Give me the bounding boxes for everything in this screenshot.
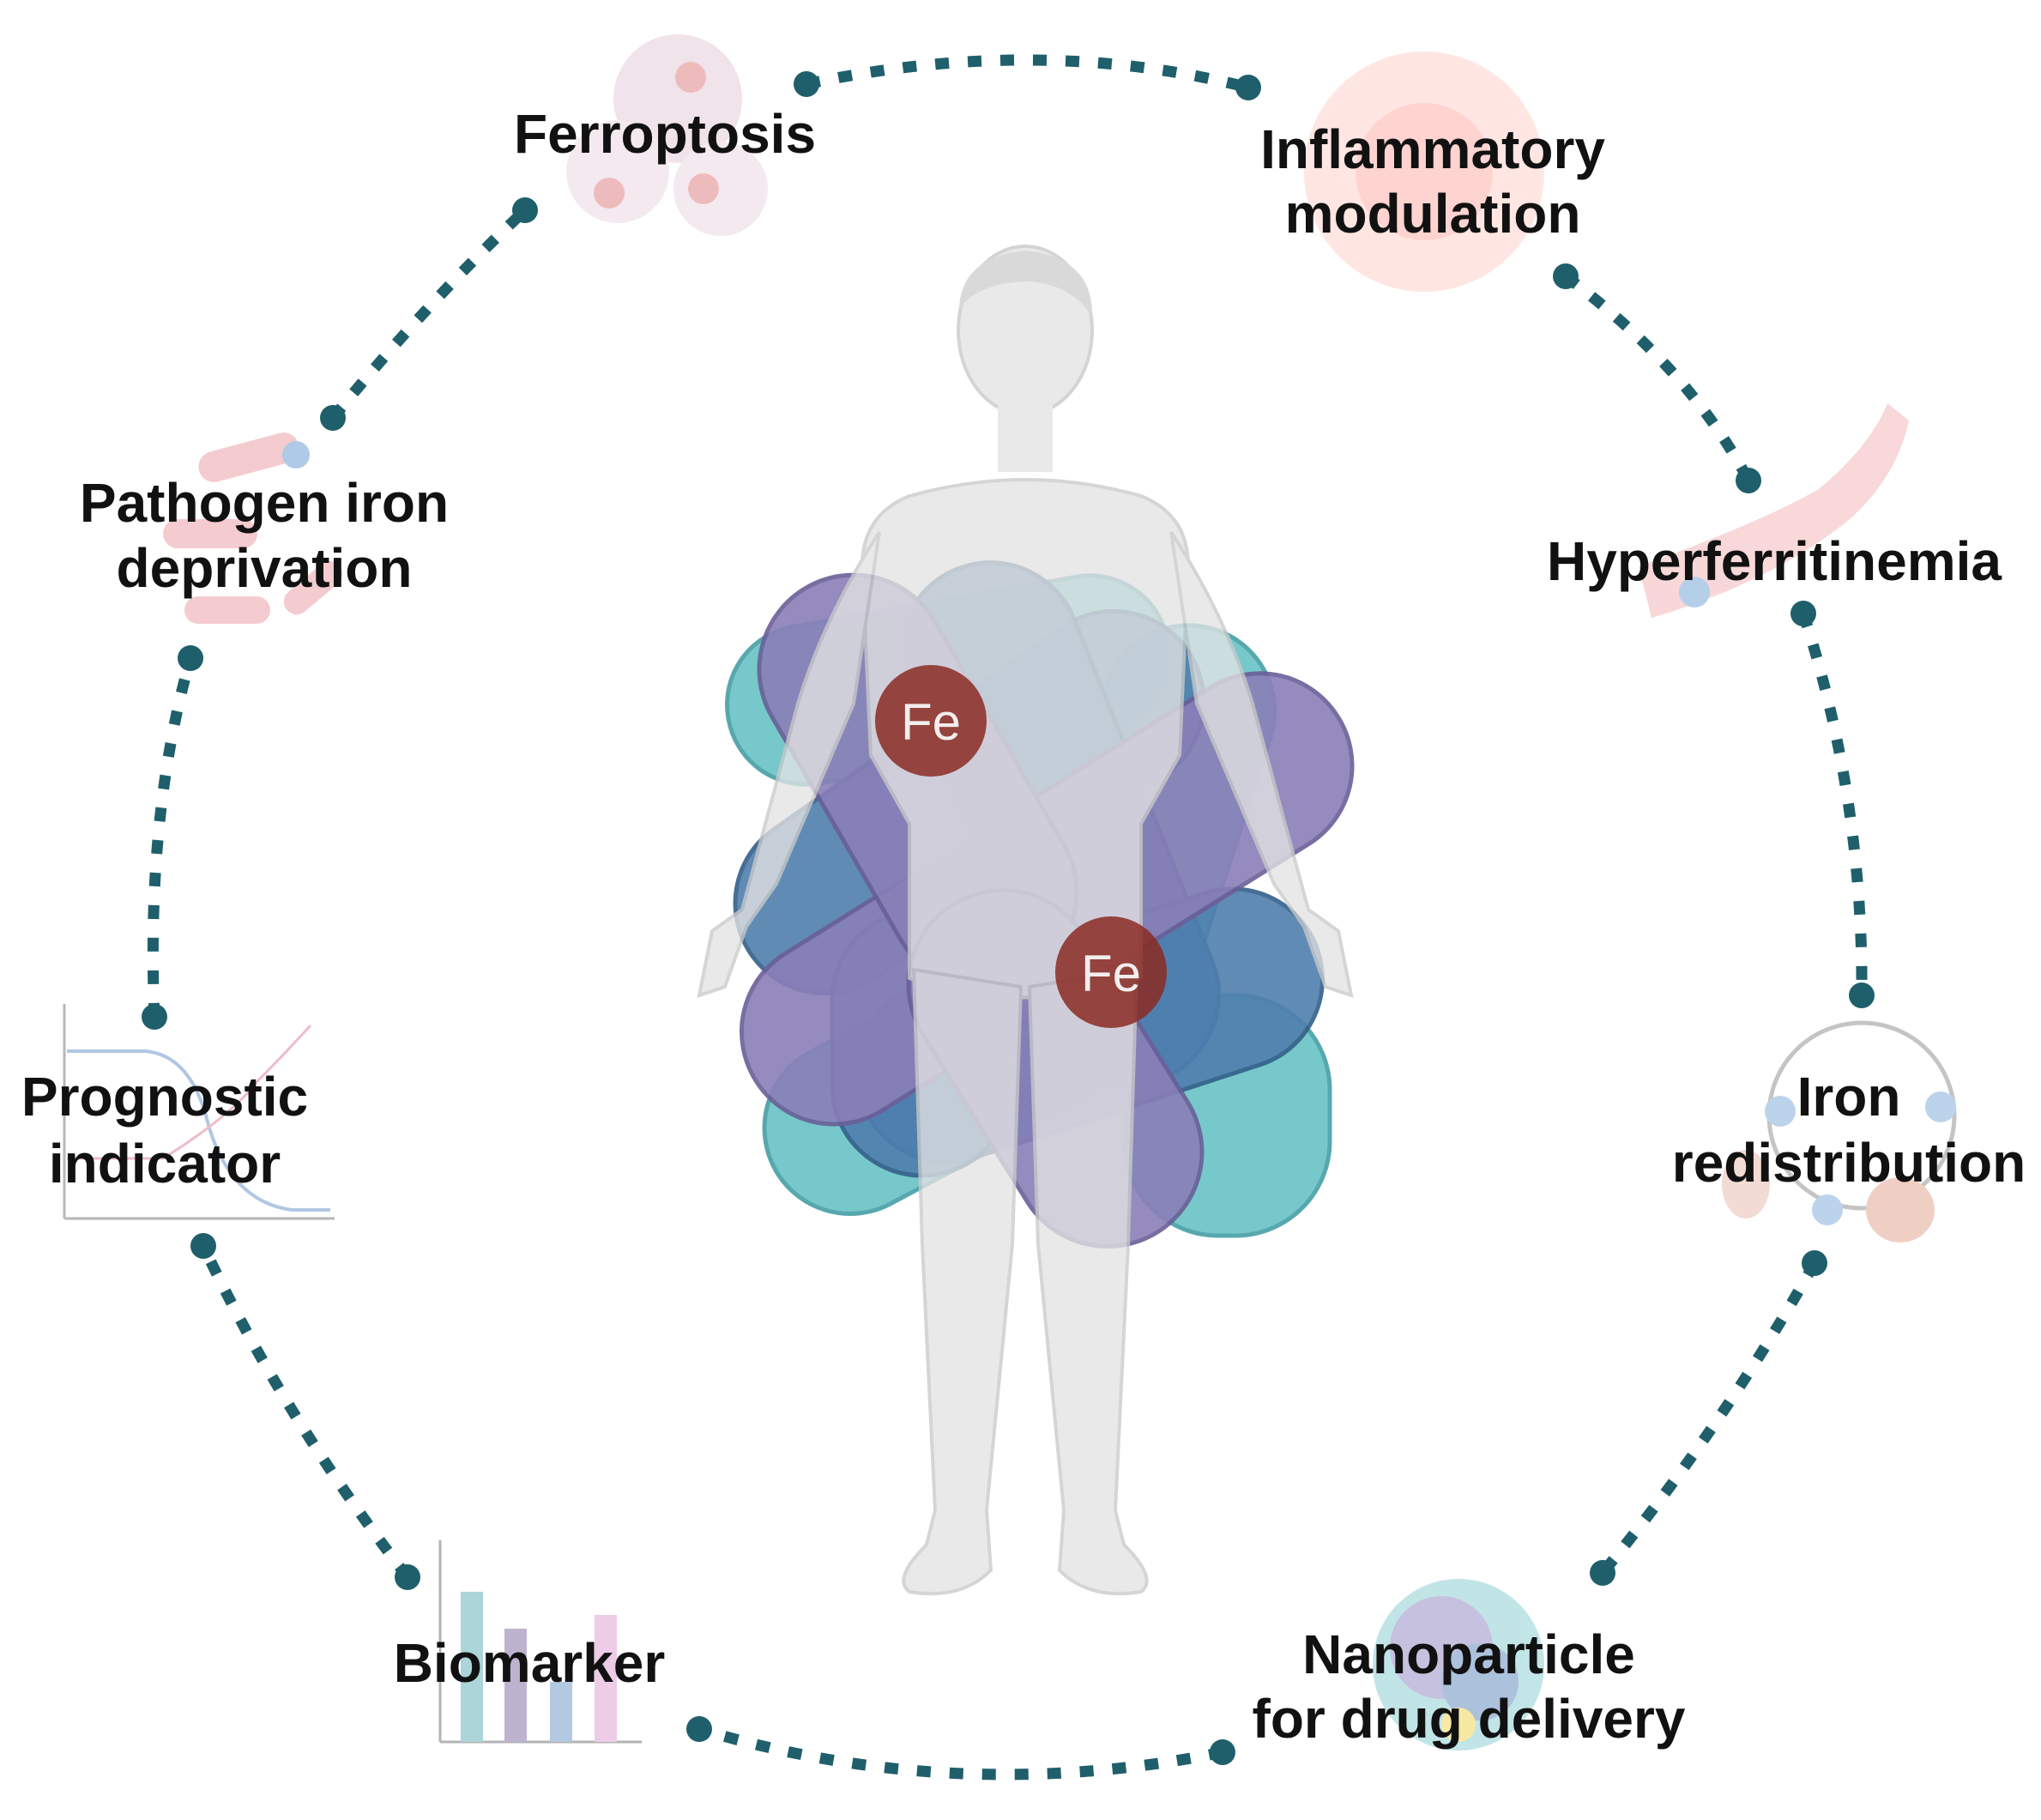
- connector-dot: [1790, 601, 1816, 626]
- connector-dot: [794, 71, 819, 97]
- blood-vessel-illustration: [1639, 403, 1909, 618]
- connector-dot: [1849, 983, 1875, 1008]
- connector-prognostic-pathogen: [147, 656, 196, 1018]
- connector-ferroptosis-inflammatory: [805, 54, 1250, 94]
- survival-curve-chart-illustration: [63, 1004, 335, 1220]
- connector-dot: [1235, 75, 1261, 100]
- label-nanoparticle: Nanoparticle for drug delivery: [1253, 1623, 1686, 1750]
- connector-nanoparticle-biomarker: [697, 1723, 1224, 1781]
- prognostic-label-line2: indicator: [49, 1133, 281, 1194]
- label-iron-redistribution: Iron redistribution: [1672, 1066, 2026, 1194]
- connector-dot: [190, 1233, 216, 1259]
- connector-dot: [178, 645, 203, 671]
- pathogen-label-line1: Pathogen iron: [80, 472, 449, 534]
- connector-redistribution-nanoparticle: [1597, 1260, 1820, 1577]
- connector-dot: [686, 1716, 712, 1742]
- label-prognostic-indicator: Prognostic indicator: [21, 1066, 308, 1194]
- biomarker-label: Biomarker: [394, 1632, 666, 1694]
- inflammatory-label-line2: modulation: [1285, 183, 1581, 245]
- connector-dot: [1802, 1250, 1827, 1276]
- human-body-silhouette: [697, 245, 1354, 1596]
- inflammatory-label-line1: Inflammatory: [1260, 118, 1605, 180]
- iron-atom-lower: Fe: [1055, 916, 1167, 1028]
- bacteria-illustration: [163, 432, 343, 624]
- nanoparticle-label-line1: Nanoparticle: [1302, 1623, 1635, 1685]
- fe-label: Fe: [1081, 945, 1141, 1002]
- connector-dot: [320, 405, 346, 431]
- connector-hyperferritinemia-redistribution: [1797, 611, 1868, 996]
- fe-label: Fe: [901, 693, 961, 751]
- connector-dot: [1210, 1739, 1235, 1765]
- connector-dot: [1590, 1560, 1615, 1586]
- ferroptosis-cell-illustration: [566, 34, 768, 236]
- connector-pathogen-ferroptosis: [328, 206, 529, 422]
- hyperferritinemia-label: Hyperferritinemia: [1547, 530, 2002, 592]
- connector-dot: [512, 197, 538, 223]
- cycle-connectors: [142, 54, 1875, 1781]
- iron-redistribution-label-line2: redistribution: [1672, 1132, 2026, 1194]
- connector-dot: [395, 1564, 420, 1590]
- iron-atom-upper: Fe: [875, 665, 987, 777]
- connector-dot: [1553, 263, 1579, 289]
- iron-redistribution-label-line1: Iron: [1797, 1066, 1901, 1128]
- label-hyperferritinemia: Hyperferritinemia: [1547, 530, 2002, 592]
- label-inflammatory-modulation: Inflammatory modulation: [1260, 118, 1605, 245]
- prognostic-label-line1: Prognostic: [21, 1066, 308, 1128]
- inflammation-glow-illustration: [1304, 51, 1544, 292]
- connector-dot: [1736, 468, 1761, 493]
- label-pathogen-iron-deprivation: Pathogen iron deprivation: [80, 472, 449, 599]
- connector-biomarker-prognostic: [198, 1243, 413, 1581]
- ferroptosis-label: Ferroptosis: [514, 103, 816, 165]
- nanoparticle-illustration: [1373, 1579, 1544, 1750]
- connector-dot: [142, 1004, 167, 1030]
- connector-inflammatory-hyperferritinemia: [1562, 271, 1754, 484]
- pathogen-label-line2: deprivation: [117, 537, 413, 599]
- bar-chart-illustration: [438, 1540, 642, 1744]
- nanoparticle-label-line2: for drug delivery: [1253, 1688, 1686, 1750]
- organ-ring-illustration: [1722, 1020, 1957, 1243]
- label-ferroptosis: Ferroptosis: [514, 103, 816, 165]
- label-biomarker: Biomarker: [394, 1632, 666, 1694]
